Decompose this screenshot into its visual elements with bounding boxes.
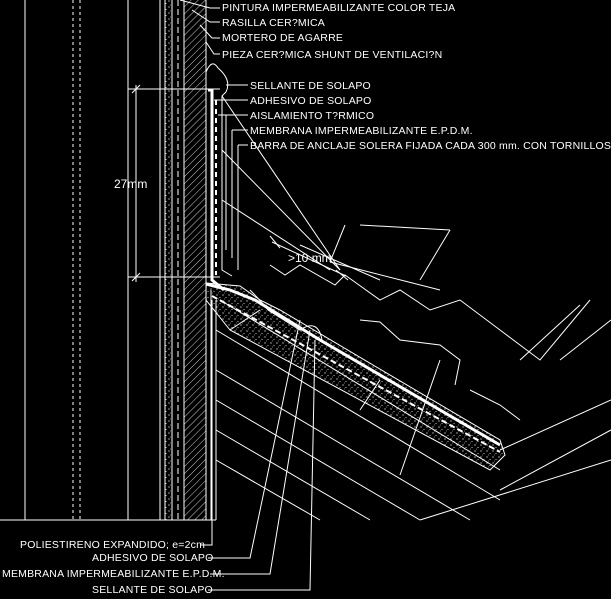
wall-section [0, 0, 217, 521]
label-mortero: MORTERO DE AGARRE [222, 32, 343, 44]
label-sellante-bottom: SELLANTE DE SOLAPO [92, 584, 213, 596]
label-rasilla: RASILLA CER?MICA [222, 17, 325, 29]
dimension-vertical-text: 27mm [114, 177, 147, 191]
label-membrana-top: MEMBRANA IMPERMEABILIZANTE E.P.D.M. [250, 125, 473, 137]
label-aislamiento: AISLAMIENTO T?RMICO [250, 110, 374, 122]
dimension-27mm [128, 84, 220, 282]
label-adhesivo-bottom: ADHESIVO DE SOLAPO [92, 552, 213, 564]
label-sellante-top: SELLANTE DE SOLAPO [250, 80, 371, 92]
roof-slope [205, 224, 611, 521]
leader-lines-bottom [200, 300, 316, 591]
label-pintura: PINTURA IMPERMEABILIZANTE COLOR TEJA [222, 2, 455, 14]
label-adhesivo-top: ADHESIVO DE SOLAPO [250, 95, 371, 107]
label-poliestireno: POLIESTIRENO EXPANDIDO; e=2cm [20, 539, 205, 551]
label-barra-anclaje: BARRA DE ANCLAJE SOLERA FIJADA CADA 300 … [250, 140, 611, 152]
dimension-10mm [269, 235, 349, 281]
dimension-slope-text: >10 mm [288, 251, 332, 265]
label-pieza-shunt: PIEZA CER?MICA SHUNT DE VENTILACI?N [222, 49, 442, 61]
leader-lines-top [179, 0, 248, 270]
label-membrana-bottom: MEMBRANA IMPERMEABILIZANTE E.P.D.M. [2, 568, 225, 580]
